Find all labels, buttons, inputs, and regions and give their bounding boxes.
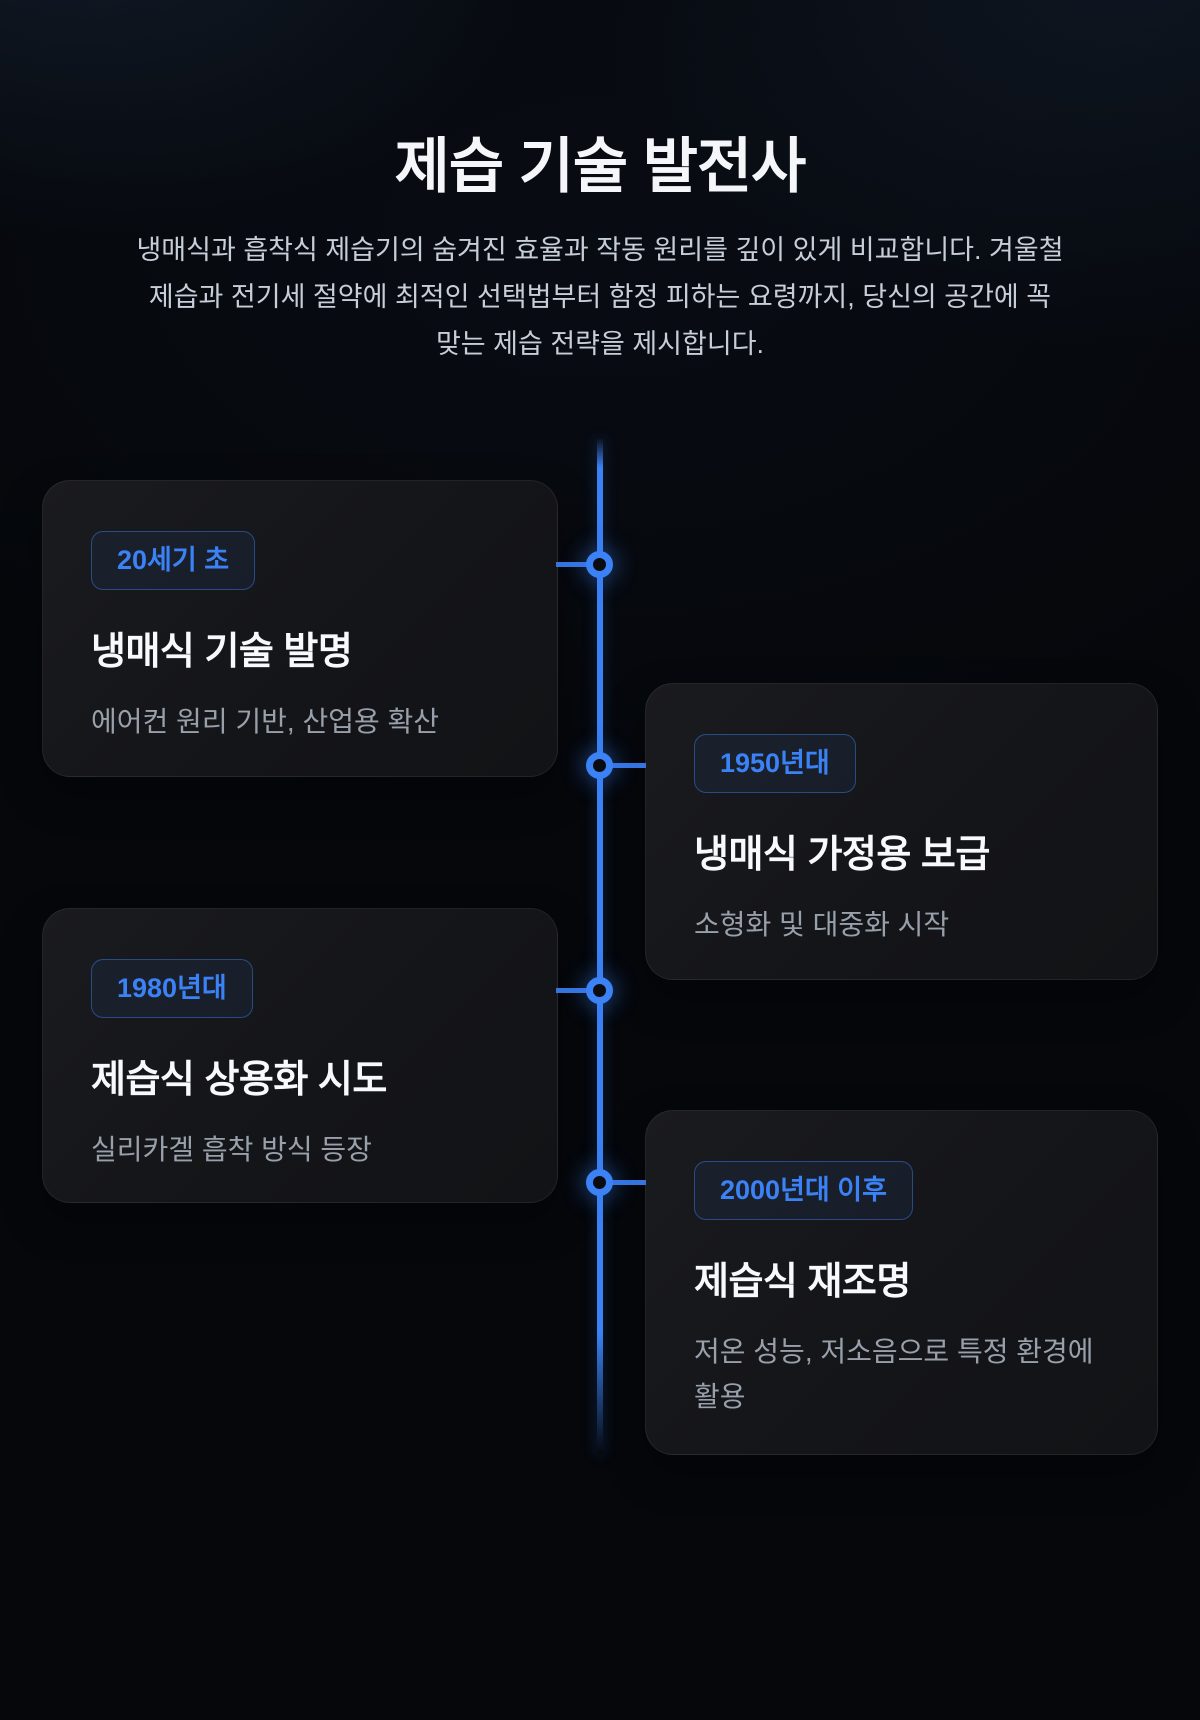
timeline-connector [598, 1180, 646, 1185]
subtitle-line: 제습과 전기세 절약에 최적인 선택법부터 함정 피하는 요령까지, 당신의 공… [148, 282, 1052, 312]
timeline-node-icon [586, 551, 613, 578]
card-description: 저온 성능, 저소음으로 특정 환경에 활용 [694, 1336, 1094, 1413]
card-title: 냉매식 가정용 보급 [694, 834, 990, 877]
timeline-spine [597, 437, 603, 1455]
card-description: 에어컨 원리 기반, 산업용 확산 [91, 706, 440, 738]
page-title: 제습 기술 발전사 [394, 133, 807, 200]
era-badge: 1950년대 [694, 734, 856, 794]
card-description: 소형화 및 대중화 시작 [694, 909, 950, 941]
timeline-node-icon [586, 752, 613, 779]
timeline-card-2000s: 2000년대 이후 제습식 재조명 저온 성능, 저소음으로 특정 환경에 활용 [645, 1110, 1158, 1455]
era-badge: 2000년대 이후 [694, 1161, 913, 1221]
timeline-card-1950s: 1950년대 냉매식 가정용 보급 소형화 및 대중화 시작 [645, 683, 1158, 980]
card-title: 제습식 상용화 시도 [91, 1059, 387, 1102]
era-badge: 20세기 초 [91, 531, 256, 591]
timeline-card-early-1900s: 20세기 초 냉매식 기술 발명 에어컨 원리 기반, 산업용 확산 [42, 480, 558, 777]
card-title: 냉매식 기술 발명 [91, 631, 353, 674]
timeline-node-icon [586, 977, 613, 1004]
timeline-node-icon [586, 1169, 613, 1196]
timeline-connector [598, 763, 646, 768]
subtitle-line: 맞는 제습 전략을 제시합니다. [435, 329, 765, 359]
timeline-card-1980s: 1980년대 제습식 상용화 시도 실리카겔 흡착 방식 등장 [42, 908, 558, 1203]
card-title: 제습식 재조명 [694, 1261, 911, 1304]
timeline-connector [556, 562, 602, 567]
card-description: 실리카겔 흡착 방식 등장 [91, 1134, 372, 1166]
era-badge: 1980년대 [91, 959, 253, 1019]
subtitle-line: 냉매식과 흡착식 제습기의 숨겨진 효율과 작동 원리를 깊이 있게 비교합니다… [136, 235, 1064, 265]
timeline-connector [556, 988, 602, 993]
page-subtitle: 냉매식과 흡착식 제습기의 숨겨진 효율과 작동 원리를 깊이 있게 비교합니다… [0, 227, 1200, 368]
